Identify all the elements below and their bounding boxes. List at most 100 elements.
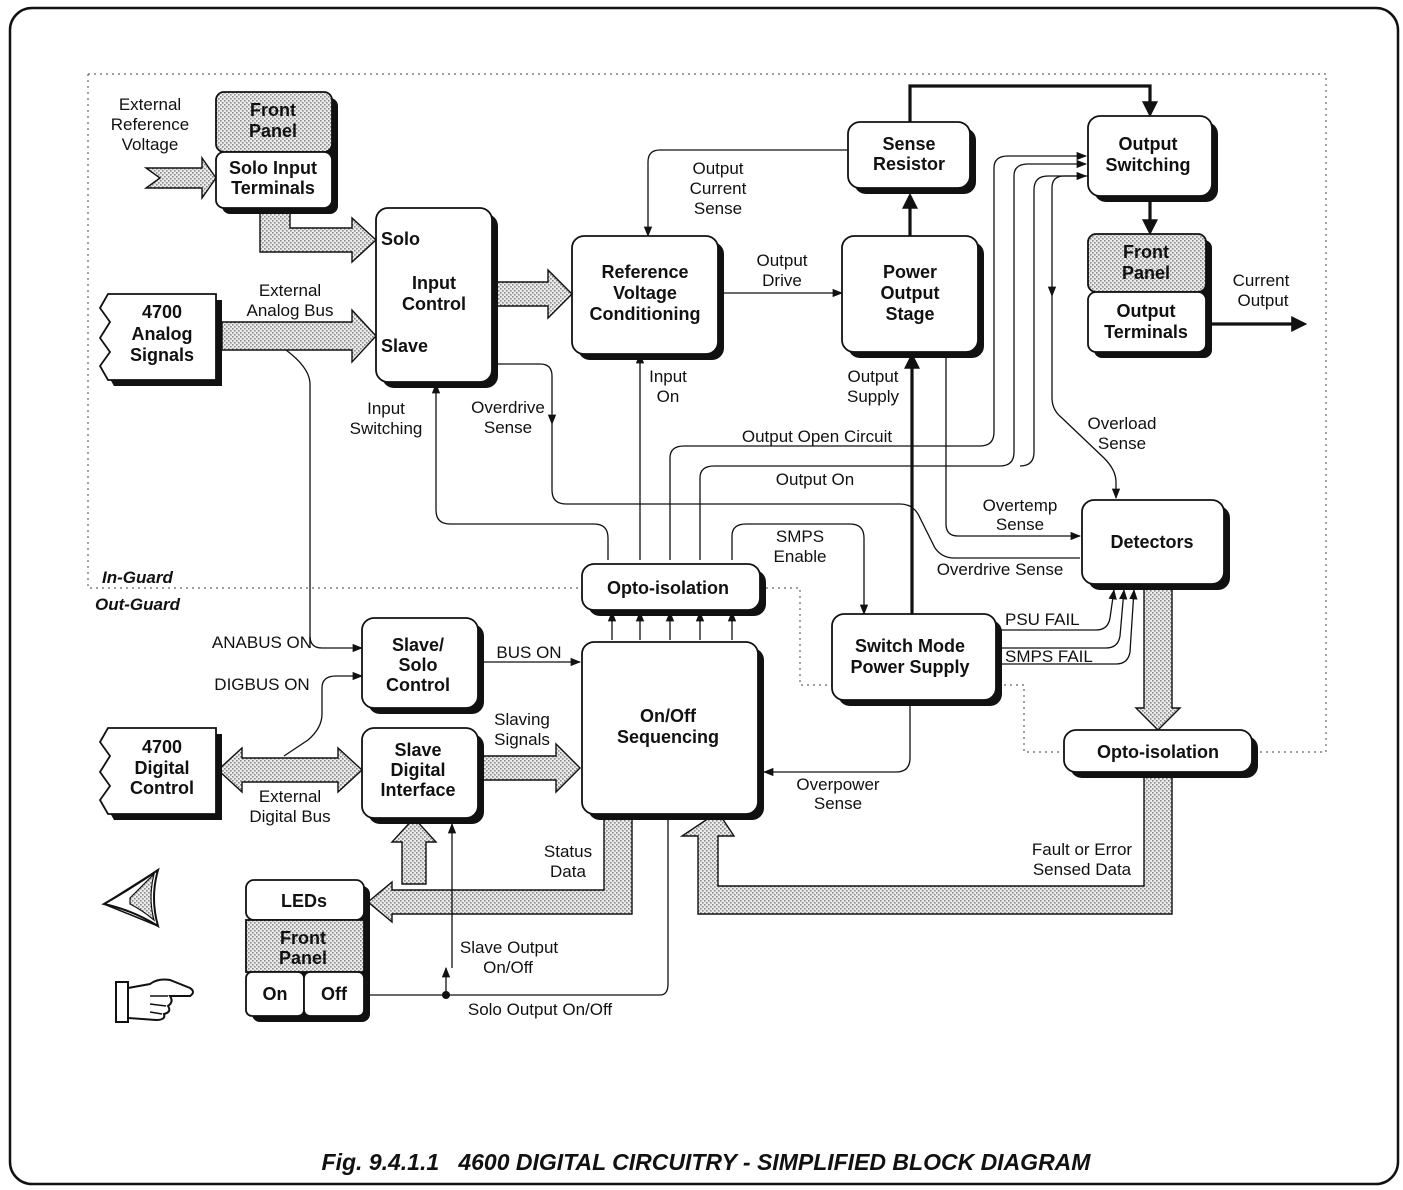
off-button-label: Off [321, 984, 348, 1004]
digital-control-block: 4700 Digital Control [98, 727, 222, 820]
out-guard-label: Out-Guard [95, 595, 181, 614]
output-terminals-label-2: Terminals [1104, 322, 1188, 342]
overdrive-sense-label-2: Sense [484, 418, 532, 437]
outer-frame [8, 6, 1400, 1186]
slave-input-port: Slave [381, 336, 428, 356]
slave-output-onoff-label-1: Slave Output [460, 938, 559, 957]
input-switching-label-2: Switching [350, 419, 423, 438]
ext-ref-label-3: Voltage [122, 135, 179, 154]
digital-label-1: 4700 [142, 737, 182, 757]
ref-voltage-label-3: Conditioning [590, 304, 701, 324]
ext-analog-bus-label-1: External [259, 281, 321, 300]
guard-boundary [87, 73, 1327, 753]
leds-label: LEDs [281, 891, 327, 911]
signal-labels: External Reference Voltage External Anal… [111, 95, 1290, 1019]
input-control-title-1: Input [412, 273, 456, 293]
sense-resistor-label-1: Sense [882, 134, 935, 154]
ext-reference-arrow [143, 155, 217, 201]
detectors-to-opto-arrow [1134, 585, 1182, 731]
output-switching-block: Output Switching [1087, 115, 1218, 202]
status-data-arrow [366, 811, 633, 924]
opto-right-label: Opto-isolation [1097, 742, 1219, 762]
in-guard-label: In-Guard [102, 568, 173, 587]
slave-solo-label-1: Slave/ [392, 635, 444, 655]
fault-data-label-2: Sensed Data [1033, 860, 1132, 879]
current-output-label-1: Current [1233, 271, 1290, 290]
front-panel-bottom-label-1: Front [280, 928, 326, 948]
power-output-stage-block: Power Output Stage [841, 235, 984, 358]
ref-voltage-label-2: Voltage [613, 283, 677, 303]
front-panel-out-label-2: Panel [1122, 263, 1170, 283]
output-switching-label-2: Switching [1106, 155, 1191, 175]
bus-on-label: BUS ON [496, 643, 561, 662]
solo-input-label-1: Solo Input [229, 158, 317, 178]
overpower-sense-label-2: Sense [814, 794, 862, 813]
psu-fail-label: PSU FAIL [1005, 610, 1080, 629]
ext-ref-label-2: Reference [111, 115, 189, 134]
solo-output-onoff-label: Solo Output On/Off [468, 1000, 613, 1019]
slaving-signals-label-1: Slaving [494, 710, 550, 729]
interface-led-arrow [390, 816, 438, 885]
output-open-circuit-label: Output Open Circuit [742, 427, 893, 446]
fault-data-label-1: Fault or Error [1032, 840, 1132, 859]
slave-digital-interface-block: Slave Digital Interface [361, 727, 484, 824]
eye-icon [101, 867, 160, 929]
overpower-sense-label-1: Overpower [796, 775, 879, 794]
output-supply-label-2: Supply [847, 387, 899, 406]
sdi-label-1: Slave [394, 740, 441, 760]
output-on-label: Output On [776, 470, 854, 489]
smps-enable-label-2: Enable [774, 547, 827, 566]
detectors-label: Detectors [1110, 532, 1193, 552]
front-panel-in-label-1: Front [250, 100, 296, 120]
opto-isolation-left-block: Opto-isolation [581, 563, 766, 616]
smps-block: Switch Mode Power Supply [831, 613, 1002, 706]
smps-label-1: Switch Mode [855, 636, 965, 656]
sense-resistor-block: Sense Resistor [847, 121, 976, 194]
opto-left-label: Opto-isolation [607, 578, 729, 598]
analog-label-1: 4700 [142, 302, 182, 322]
front-panel-bottom-label-2: Panel [279, 948, 327, 968]
front-panel-bottom-block: LEDs Front Panel On Off [245, 879, 370, 1022]
opto-isolation-right-block: Opto-isolation [1063, 729, 1258, 778]
solo-input-label-2: Terminals [231, 178, 315, 198]
overload-sense-label-2: Sense [1098, 434, 1146, 453]
status-data-label-1: Status [544, 842, 592, 861]
on-off-label-1: On/Off [640, 706, 697, 726]
on-off-label-2: Sequencing [617, 727, 719, 747]
bus-arrows [143, 155, 1182, 924]
front-panel-out-label-1: Front [1123, 242, 1169, 262]
signal-wires [283, 149, 1138, 999]
input-to-ref-arrow [493, 268, 573, 320]
overdrive-sense-2-label: Overdrive Sense [937, 560, 1064, 579]
input-switching-label-1: Input [367, 399, 405, 418]
anabus-on-label: ANABUS ON [212, 633, 312, 652]
digital-label-3: Control [130, 778, 194, 798]
on-off-sequencing-block: On/Off Sequencing [581, 641, 764, 820]
input-control-title-2: Control [402, 294, 466, 314]
power-stage-label-1: Power [883, 262, 937, 282]
digbus-on-label: DIGBUS ON [214, 675, 309, 694]
input-control-block: Solo Input Control Slave [375, 207, 498, 388]
output-current-sense-label-3: Sense [694, 199, 742, 218]
analog-signals-block: 4700 Analog Signals [98, 293, 222, 386]
sdi-label-2: Digital [390, 760, 445, 780]
slaving-signals-label-2: Signals [494, 730, 550, 749]
reference-voltage-block: Reference Voltage Conditioning [571, 235, 724, 360]
sense-resistor-label-2: Resistor [873, 154, 945, 174]
smps-fail-label: SMPS FAIL [1005, 647, 1093, 666]
output-supply-label-1: Output [847, 367, 898, 386]
ext-analog-bus-label-2: Analog Bus [247, 301, 334, 320]
overtemp-sense-label-1: Overtemp [983, 496, 1058, 515]
slaving-signals-arrow [479, 742, 581, 794]
overload-sense-label-1: Overload [1088, 414, 1157, 433]
smps-enable-label-1: SMPS [776, 527, 824, 546]
output-current-sense-label-1: Output [692, 159, 743, 178]
slave-solo-label-2: Solo [399, 655, 438, 675]
analog-label-2: Analog [132, 324, 193, 344]
slave-solo-label-3: Control [386, 675, 450, 695]
solo-terminal-arrow [259, 209, 378, 264]
output-terminals-label-1: Output [1117, 301, 1176, 321]
smps-label-2: Power Supply [850, 657, 969, 677]
input-on-label-2: On [657, 387, 680, 406]
